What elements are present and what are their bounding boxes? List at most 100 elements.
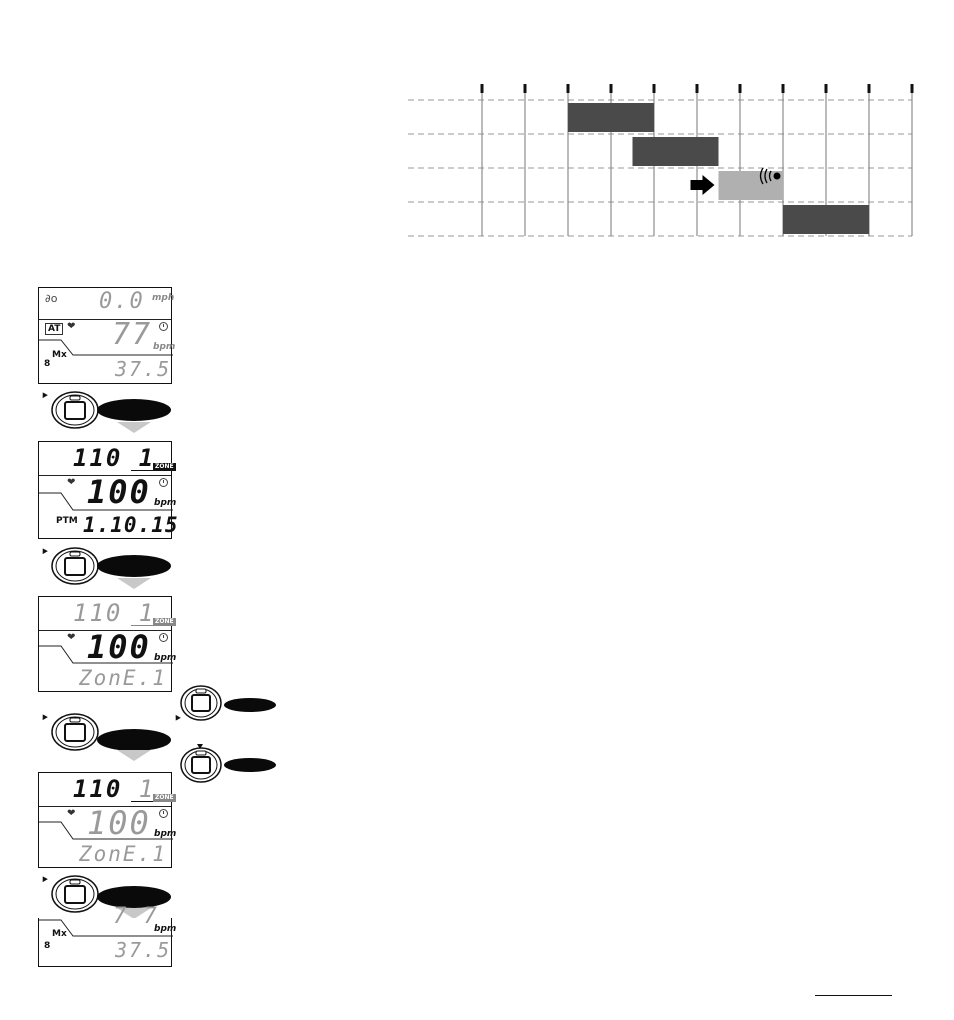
zone-bar-row-3: [718, 171, 783, 200]
zone-counter-blink: 1: [122, 775, 156, 803]
speed-value: 0.0: [99, 289, 145, 314]
zone-counter-value: 110 1: [73, 599, 156, 627]
button-press-oval: [97, 729, 171, 751]
lcd-screen-return: 7 7 bpm Mx 8 37.5: [38, 906, 176, 967]
zone-underline: [131, 801, 153, 802]
lap-prefix: 8: [44, 941, 51, 951]
watch-button-icon[interactable]: [48, 546, 102, 586]
chart-tick-mark: [867, 84, 871, 93]
button-step-2: [40, 546, 175, 589]
cadence-icon: ∂o: [45, 292, 58, 305]
heart-rate-unit: bpm: [154, 924, 177, 934]
press-indicator-icon: [40, 874, 48, 883]
lcd-divider: [39, 806, 171, 807]
zone-underline: [131, 625, 153, 626]
zone-underline: [131, 470, 153, 471]
lcd-divider-notch: [39, 821, 173, 840]
chart-tick-mark: [652, 84, 656, 93]
adjust-button-down-step: [172, 682, 277, 726]
next-arrow-icon: [117, 578, 151, 589]
footer-rule: [815, 995, 892, 996]
next-arrow-icon: [117, 908, 151, 919]
heart-rate-value: 100: [87, 628, 151, 666]
chart-tick-mark: [824, 84, 828, 93]
at-badge: AT: [45, 323, 64, 335]
alarm-beep-icon: [773, 172, 781, 180]
press-indicator-icon: [40, 390, 48, 399]
heart-icon: ❤: [67, 477, 76, 488]
max-speed-value: 37.5: [115, 938, 172, 962]
zone-badge: ZONE: [153, 618, 176, 626]
button-press-oval: [97, 555, 171, 577]
chart-tick-mark: [910, 84, 914, 93]
alarm-wave-icon: [759, 167, 772, 185]
zone-timeline-chart: [408, 84, 914, 237]
zone-name-value: ZonE.1: [79, 666, 167, 690]
lcd-divider-notch: [39, 645, 173, 664]
next-arrow-icon: [117, 422, 151, 433]
zone-badge: ZONE: [153, 463, 176, 471]
speed-unit: mph: [152, 293, 175, 303]
press-indicator-icon: [40, 712, 48, 721]
heart-rate-unit: bpm: [154, 498, 177, 508]
heart-rate-value: 100: [87, 473, 151, 511]
heart-icon: ❤: [67, 808, 76, 819]
zone-counter-value: 110 1: [73, 444, 156, 472]
clock-icon: [159, 322, 168, 331]
zone-counter-value: 110 1: [73, 777, 155, 801]
button-step-1: [40, 390, 175, 433]
zone-name-value: ZonE.1: [79, 842, 167, 866]
lap-prefix: 8: [44, 359, 51, 369]
button-step-4: [40, 874, 175, 919]
chart-tick-mark: [738, 84, 742, 93]
adjust-button-up-step: [172, 742, 277, 786]
lcd-screen-speed: ∂o 0.0 mph AT ❤ 77 bpm Mx 8 37.5: [38, 287, 175, 384]
chart-tick-mark: [523, 84, 527, 93]
watch-button-icon[interactable]: [48, 874, 102, 914]
chart-tick-mark: [781, 84, 785, 93]
right-arrow-icon: [690, 175, 715, 195]
clock-icon: [159, 633, 168, 642]
lcd-divider: [39, 630, 171, 631]
press-indicator-icon: [40, 546, 48, 555]
clock-icon: [159, 809, 168, 818]
zone-bar-row-4: [783, 205, 869, 234]
zone-counter-fixed: 110: [73, 775, 123, 803]
heart-rate-partial: 7 7: [113, 904, 159, 929]
next-arrow-icon: [117, 750, 151, 761]
lcd-divider-notch: [39, 339, 173, 356]
lcd-screen-zone-select: 110 1 ZONE ❤ 100 bpm ZonE.1: [38, 596, 176, 692]
lcd-screen-zone-time: 110 1 ZONE ❤ 100 bpm PTM 1.10.15: [38, 441, 178, 539]
heart-icon: ❤: [67, 632, 76, 643]
zone-badge: ZONE: [153, 794, 176, 802]
chart-tick-mark: [480, 84, 484, 93]
button-press-oval: [224, 758, 276, 772]
watch-button-icon[interactable]: [179, 746, 223, 784]
button-press-oval: [97, 399, 171, 421]
chart-tick-mark: [609, 84, 613, 93]
lcd-divider-notch: [39, 492, 173, 511]
clock-icon: [159, 478, 168, 487]
chart-tick-mark: [566, 84, 570, 93]
lcd-divider: [39, 475, 171, 476]
button-press-oval: [224, 698, 276, 712]
button-press-oval: [97, 886, 171, 908]
watch-button-icon[interactable]: [48, 390, 102, 430]
pace-time-label: PTM: [56, 516, 78, 526]
heart-rate-value: 100: [87, 804, 151, 842]
zone-time-value: 1.10.15: [83, 513, 179, 537]
watch-button-icon[interactable]: [48, 712, 102, 752]
watch-button-icon[interactable]: [179, 684, 223, 722]
lcd-divider-notch: [39, 919, 173, 937]
max-label: Mx: [52, 350, 67, 360]
zone-bar-row-2: [632, 137, 719, 166]
button-step-3: [40, 712, 175, 761]
heart-rate-unit: bpm: [154, 829, 177, 839]
chart-tick-mark: [695, 84, 699, 93]
zone-bar-row-1: [568, 103, 654, 132]
lcd-divider: [39, 319, 171, 320]
heart-icon: ❤: [67, 321, 76, 332]
lcd-screen-zone-edit: 110 1 ZONE ❤ 100 bpm ZonE.1: [38, 772, 176, 868]
heart-rate-unit: bpm: [154, 653, 177, 663]
max-label: Mx: [52, 929, 67, 939]
